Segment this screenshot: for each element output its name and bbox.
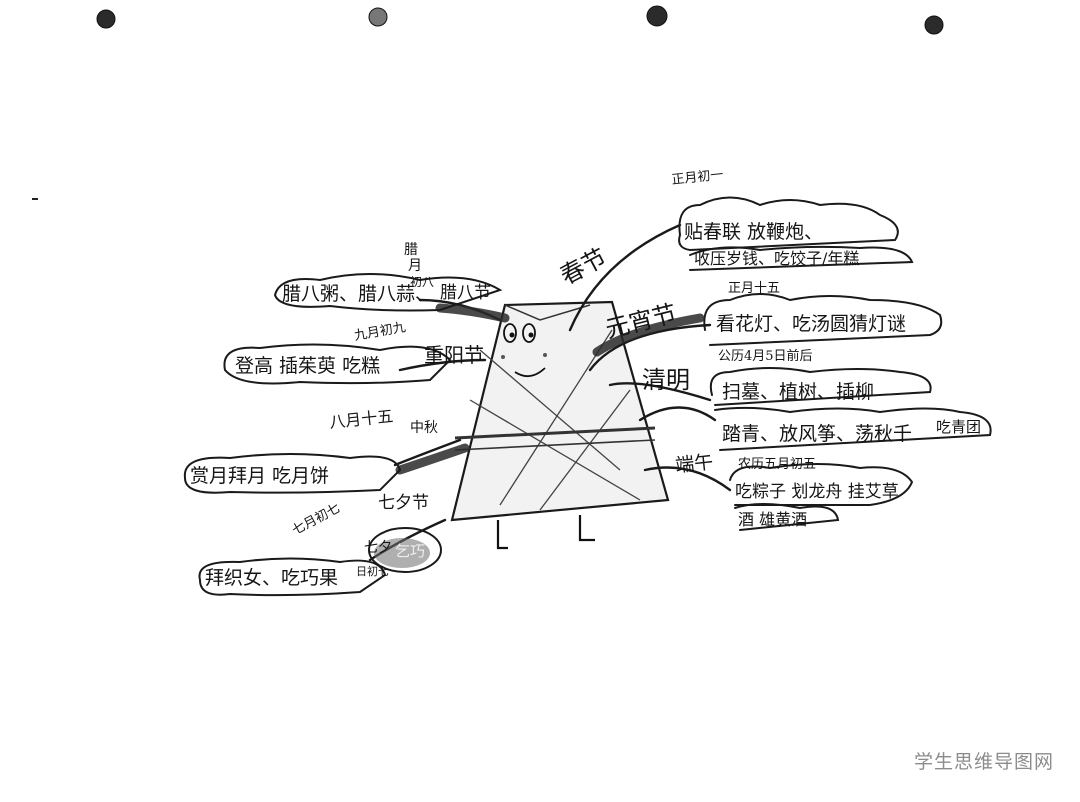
date-chunjie: 正月初一 xyxy=(671,168,724,188)
zongzi-character xyxy=(450,300,670,550)
detail-duanwu-2: 酒 雄黄酒 xyxy=(738,510,807,529)
branch-line-chongyang xyxy=(398,358,487,372)
branch-line-duanwu xyxy=(643,466,732,492)
site-watermark: 学生思维导图网 xyxy=(913,751,1054,773)
center-label-chuba: 初八 xyxy=(410,275,434,289)
qixi-sub-chuqi: 日初七 xyxy=(356,564,389,578)
cloud-qixi-sub xyxy=(368,527,442,573)
qixi-sub-qixi: 七夕 xyxy=(364,540,392,556)
cloud-laba xyxy=(274,273,503,312)
detail-chunjie-2: 收压岁钱、吃饺子/年糕 xyxy=(694,249,859,268)
detail-qixi: 拜织女、吃巧果 xyxy=(205,567,338,589)
detail-yuanxiao: 看花灯、吃汤圆猜灯谜 xyxy=(716,313,906,335)
detail-zhongqiu: 赏月拜月 吃月饼 xyxy=(190,465,329,487)
branch-line-qingming xyxy=(608,382,712,402)
punch-hole xyxy=(646,5,668,27)
date-yuanxiao: 正月十五 xyxy=(728,281,780,296)
cloud-zhongqiu xyxy=(183,453,402,494)
festival-duanwu: 端午 xyxy=(674,451,714,477)
date-qingming: 公历4月5日前后 xyxy=(718,348,813,364)
cloud-qingming-2 xyxy=(714,406,992,451)
center-label-la: 腊 xyxy=(404,242,418,258)
branch-line-qingming-2 xyxy=(638,406,717,422)
date-qixi: 七月初七 xyxy=(290,501,343,539)
cloud-chunjie-2 xyxy=(689,245,914,271)
festival-qixi: 七夕节 xyxy=(378,493,429,513)
smile xyxy=(514,367,546,378)
left-leg xyxy=(496,520,508,550)
punch-hole xyxy=(924,15,944,35)
festival-chongyang: 重阳节 xyxy=(424,343,484,367)
branch-shade-zhongqiu xyxy=(395,443,470,475)
cloud-chongyang xyxy=(223,343,452,385)
detail-chunjie-1: 贴春联 放鞭炮、 xyxy=(684,221,823,243)
festival-laba: 腊八节 xyxy=(440,283,491,303)
shade-qixi-sub xyxy=(374,538,430,568)
festival-qingming: 清明 xyxy=(642,366,690,394)
branch-line-chunjie xyxy=(568,223,682,332)
date-zhongqiu: 八月十五 xyxy=(328,406,394,432)
festival-chunjie: 春节 xyxy=(556,243,612,290)
branch-shade-laba xyxy=(435,303,510,323)
left-eye xyxy=(503,323,517,343)
cloud-yuanxiao xyxy=(703,293,943,346)
branch-shade-yuanxiao xyxy=(592,313,705,357)
detail-laba: 腊八粥、腊八蒜、 xyxy=(282,283,434,305)
date-duanwu: 农历五月初五 xyxy=(738,457,816,472)
detail-qingming-1: 扫墓、植树、插柳 xyxy=(722,381,874,403)
cloud-chunjie-1 xyxy=(678,196,899,252)
detail-qingming-2: 踏青、放风筝、荡秋千 xyxy=(722,423,912,445)
detail-qingming-3: 吃青团 xyxy=(936,418,981,436)
qixi-sub-qiqiao: 乞巧 xyxy=(395,542,425,560)
punch-hole xyxy=(368,7,388,27)
cloud-duanwu-2 xyxy=(734,503,840,531)
punch-hole xyxy=(96,9,116,29)
detail-chongyang: 登高 插茱萸 吃糕 xyxy=(235,355,380,377)
right-eye xyxy=(522,323,536,343)
branch-line-yuanxiao xyxy=(588,323,712,372)
branch-line-zhongqiu xyxy=(393,438,462,467)
right-leg xyxy=(578,515,595,542)
detail-duanwu-1: 吃粽子 划龙舟 挂艾草 xyxy=(735,482,899,502)
cloud-duanwu-1 xyxy=(729,463,914,506)
date-chongyang: 九月初九 xyxy=(353,320,407,344)
festival-zhongqiu: 中秋 xyxy=(410,420,438,436)
center-label-yue: 月 xyxy=(408,258,422,274)
cloud-qingming-1 xyxy=(709,367,932,406)
